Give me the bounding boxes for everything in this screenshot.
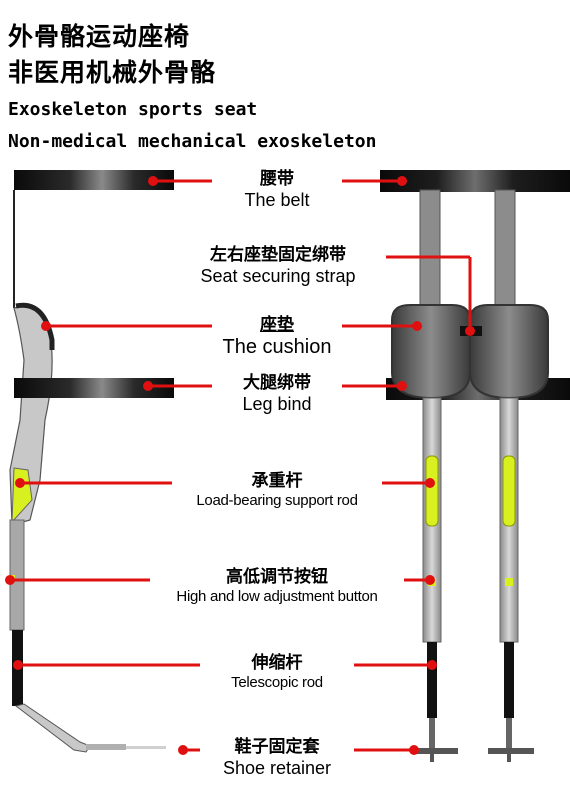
label-cushion-zh: 座垫 (260, 315, 294, 335)
leg-bind-side (14, 378, 174, 398)
telescopic-rod-right (504, 642, 514, 718)
title-en-line1: Exoskeleton sports seat (8, 99, 258, 120)
title-en-line2: Non-medical mechanical exoskeleton (8, 131, 377, 152)
label-strap: 左右座垫固定绑带 Seat securing strap (170, 245, 386, 287)
label-shoe-retainer-en: Shoe retainer (222, 757, 332, 778)
title-zh-line2: 非医用机械外骨骼 (8, 58, 217, 87)
label-support-rod-en: Load-bearing support rod (196, 491, 358, 509)
label-leg-bind-zh: 大腿绑带 (243, 373, 311, 393)
belt-front (380, 170, 570, 192)
label-leg-bind: 大腿绑带 Leg bind (212, 373, 342, 415)
label-strap-zh: 左右座垫固定绑带 (210, 245, 346, 265)
label-telescopic-rod-zh: 伸缩杆 (251, 653, 303, 673)
label-shoe-retainer: 鞋子固定套 Shoe retainer (200, 737, 354, 779)
telescopic-rod-left (427, 642, 437, 718)
label-telescopic-rod: 伸缩杆 Telescopic rod (200, 653, 354, 691)
label-shoe-retainer-zh: 鞋子固定套 (234, 737, 320, 757)
label-support-rod: 承重杆 Load-bearing support rod (172, 471, 382, 509)
label-belt: 腰带 The belt (212, 169, 342, 211)
adjust-button-right (505, 578, 513, 586)
label-cushion: 座垫 The cushion (212, 315, 342, 359)
front-view (380, 170, 570, 762)
label-strap-en: Seat securing strap (200, 265, 356, 286)
title-zh-line1: 外骨骼运动座椅 (8, 22, 191, 51)
label-support-rod-zh: 承重杆 (251, 471, 303, 491)
shoe-retainer-left (412, 748, 458, 754)
shoe-retainer-right (488, 748, 534, 754)
label-adjust-button-en: High and low adjustment button (176, 587, 378, 605)
belt-side (14, 170, 174, 190)
label-leg-bind-en: Leg bind (242, 393, 312, 414)
cushion-right (469, 304, 549, 400)
label-adjust-button-zh: 高低调节按钮 (226, 567, 328, 587)
label-adjust-button: 高低调节按钮 High and low adjustment button (150, 567, 404, 605)
label-belt-en: The belt (244, 189, 310, 210)
label-belt-zh: 腰带 (260, 169, 294, 189)
label-telescopic-rod-en: Telescopic rod (231, 673, 323, 691)
label-cushion-en: The cushion (222, 335, 332, 358)
